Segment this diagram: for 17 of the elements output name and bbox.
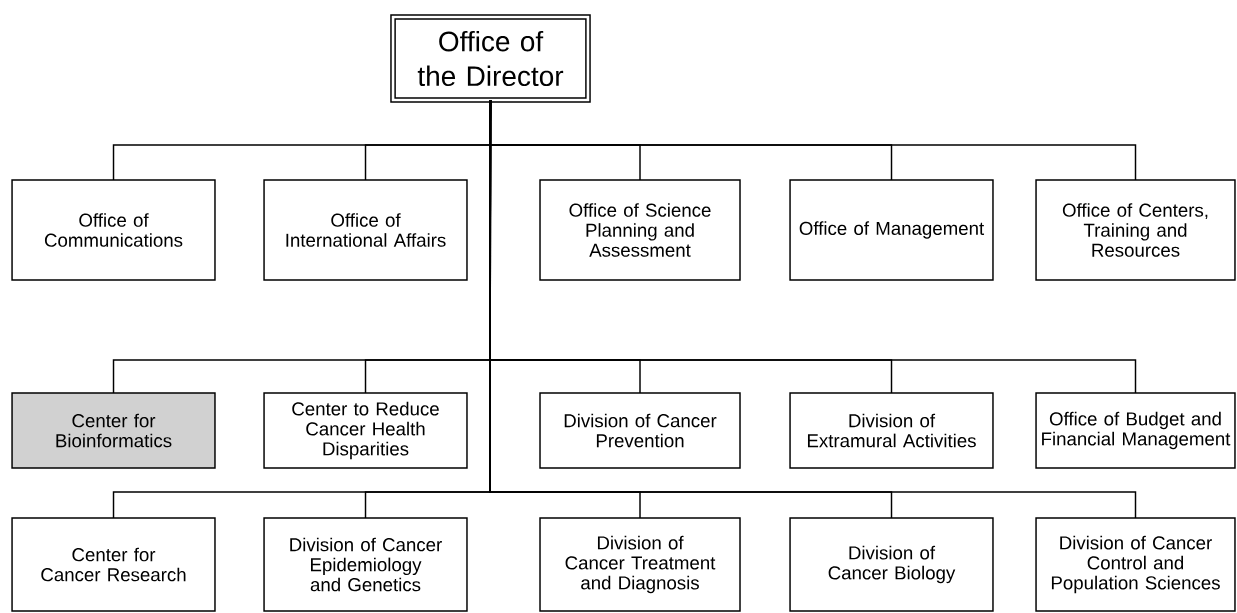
connector (489, 99, 1137, 519)
office-box: Center for Bioinformatics (11, 392, 216, 469)
director-box: Office of the Director (390, 14, 591, 103)
office-box: Division of Cancer Biology (789, 517, 994, 612)
office-box: Office of Science Planning and Assessment (539, 179, 741, 281)
office-box: Division of Cancer Prevention (539, 392, 741, 469)
office-box: Office of Centers, Training and Resources (1035, 179, 1236, 281)
office-box: Center for Cancer Research (11, 517, 216, 612)
office-box: Center to Reduce Cancer Health Disparities (263, 392, 468, 469)
office-box: Office of Budget and Financial Management (1035, 392, 1236, 469)
office-box: Division of Cancer Treatment and Diagnosis (539, 517, 741, 612)
office-box: Division of Cancer Epidemiology and Genetics (263, 517, 468, 612)
office-box: Office of Communications (11, 179, 216, 281)
office-box: Division of Cancer Control and Population Sciences (1035, 517, 1236, 612)
office-box: Division of Extramural Activities (789, 392, 994, 469)
office-box: Office of Management (789, 179, 994, 281)
office-box: Office of International Affairs (263, 179, 468, 281)
